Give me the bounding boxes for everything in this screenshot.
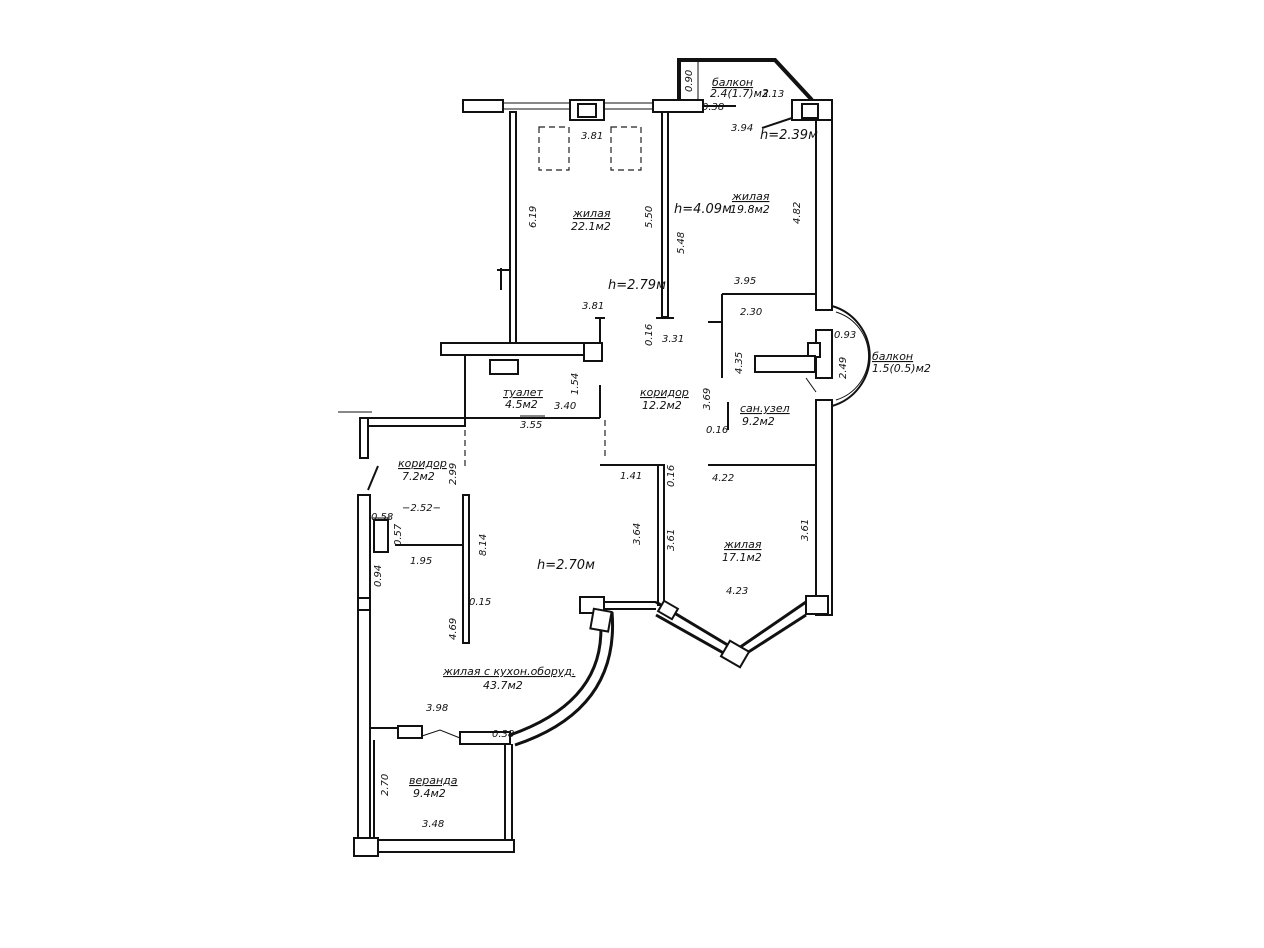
dimension-label: 3.55 (520, 420, 542, 431)
dimension-label: 3.61 (800, 519, 811, 541)
dimension-label: 3.81 (582, 301, 604, 312)
dimension-label: 0.38 (492, 729, 514, 740)
top-wall (462, 99, 793, 129)
dimension-label: 2.99 (448, 463, 459, 485)
dimension-label: 1.54 (570, 373, 581, 395)
room-area-corridor-2: 7.2м2 (402, 470, 435, 483)
dimension-label: 0.16 (644, 324, 655, 346)
dimension-label: 0.93 (834, 330, 856, 341)
room-name-living-2: жилая (731, 190, 770, 203)
dimension-label: 3.31 (662, 334, 684, 345)
dimension-label: 0.16 (706, 425, 728, 436)
room-area-living-1: 22.1м2 (571, 220, 611, 233)
dimension-label: 3.40 (554, 401, 576, 412)
room-name-corridor-1: коридор (640, 386, 689, 399)
height-label-4: h=2.70м (537, 558, 595, 573)
dimension-label: 8.14 (478, 534, 489, 556)
dimension-label: 5.50 (644, 206, 655, 228)
dimension-label: −2.52− (402, 503, 441, 514)
dimension-label: 2.70 (380, 774, 391, 796)
room-name-veranda: веранда (409, 774, 458, 787)
dimension-label: 0.16 (666, 465, 677, 487)
dimension-label: 2.30 (740, 307, 762, 318)
dimension-label: 4.22 (712, 473, 734, 484)
room-area-toilet: 4.5м2 (505, 398, 538, 411)
bay-window (509, 596, 807, 747)
room-area-veranda: 9.4м2 (413, 787, 446, 800)
dimension-label: 0.90 (684, 70, 695, 92)
room-name-bathroom: сан.узел (740, 402, 790, 415)
dimension-label: 0.94 (373, 565, 384, 587)
room-area-bathroom: 9.2м2 (742, 415, 775, 428)
room-name-living-kitchen: жилая с кухон.оборуд. (442, 665, 575, 678)
dimension-label: 0.38 (702, 102, 724, 113)
dimension-label: 3.81 (581, 131, 603, 142)
right-wall (754, 99, 871, 616)
dimension-label: 3.61 (666, 529, 677, 551)
dimension-label: 4.69 (448, 618, 459, 640)
left-walls (338, 411, 470, 841)
dimension-label: 4.35 (734, 352, 745, 374)
balcony-top (677, 58, 814, 102)
room-area-balcony-1: 2.4(1.7)м2 (710, 87, 769, 100)
dimension-label: 3.69 (702, 388, 713, 410)
room-area-corridor-1: 12.2м2 (642, 399, 682, 412)
dimension-label: 3.94 (731, 123, 753, 134)
room-name-living-1: жилая (572, 207, 611, 220)
dimension-label: 3.64 (632, 523, 643, 545)
dimension-label: 2.49 (838, 357, 849, 379)
room-labels: балкон 2.4(1.7)м2 жилая 22.1м2 жилая 19.… (398, 76, 931, 800)
dimension-label: 6.19 (528, 206, 539, 228)
dimension-label: 0.58 (371, 512, 393, 523)
room-name-toilet: туалет (503, 386, 543, 399)
dimension-label: 0.57 (393, 523, 404, 546)
dimension-label: 1.95 (410, 556, 432, 567)
dimension-label: 3.13 (762, 89, 784, 100)
room-area-living-3: 17.1м2 (722, 551, 762, 564)
height-label-3: h=2.79м (608, 278, 666, 293)
dimension-label: 5.48 (676, 232, 687, 254)
dimension-labels: 0.90 3.13 0.38 3.94 3.81 4.82 6.19 5.50 … (371, 70, 856, 830)
dimension-label: 4.23 (726, 586, 748, 597)
room-name-balcony-1: балкон (712, 76, 753, 89)
veranda (353, 725, 515, 857)
dimension-label: 3.98 (426, 703, 448, 714)
room-area-living-2: 19.8м2 (730, 203, 770, 216)
dimension-label: 3.48 (422, 819, 444, 830)
dimension-label: 4.82 (792, 202, 803, 224)
height-label-2: h=4.09м (674, 202, 732, 217)
height-label-1: h=2.39м (760, 128, 818, 143)
room-name-living-3: жилая (723, 538, 762, 551)
dimension-label: 3.95 (734, 276, 756, 287)
upper-interior-walls (440, 111, 816, 378)
room-area-balcony-2: 1.5(0.5)м2 (872, 362, 931, 375)
dimension-label: 0.15 (469, 597, 491, 608)
ceiling-heights: h=2.39м h=4.09м h=2.79м h=2.70м (537, 128, 818, 573)
room-name-corridor-2: коридор (398, 457, 447, 470)
room-name-balcony-2: балкон (872, 350, 913, 363)
dimension-label: 1.41 (620, 471, 642, 482)
room-area-living-kitchen: 43.7м2 (483, 679, 523, 692)
